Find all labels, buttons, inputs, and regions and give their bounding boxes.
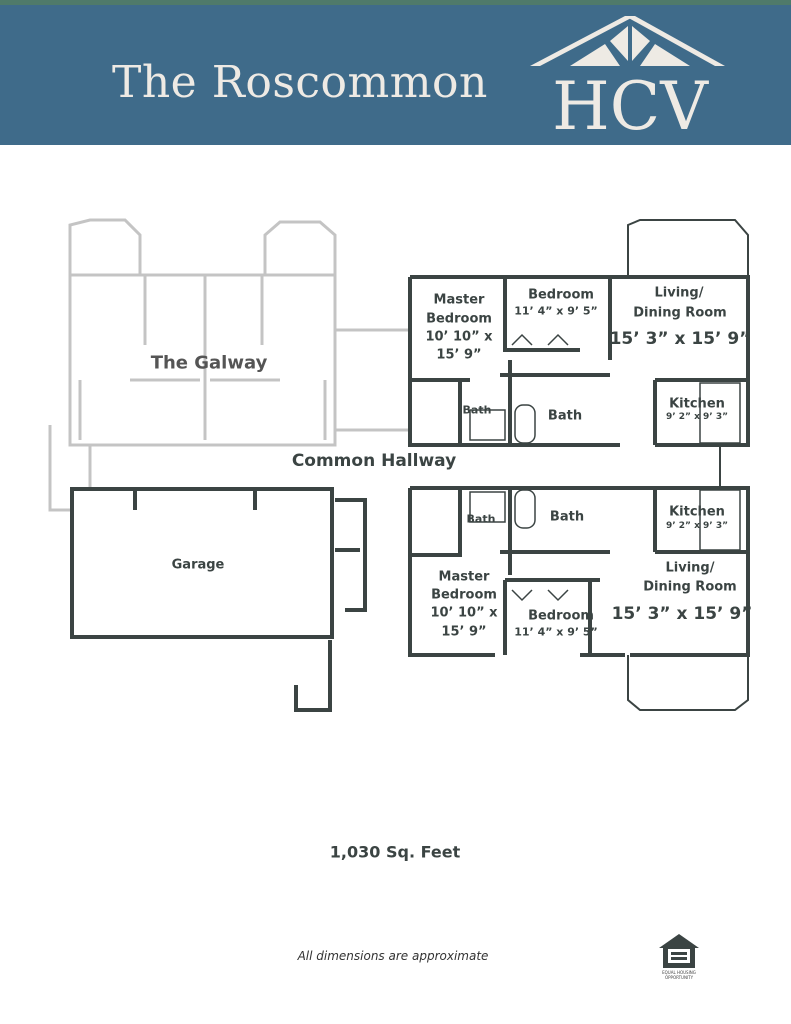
upper-kitchen-dim: 9’ 2” x 9’ 3” <box>665 412 729 422</box>
lower-master-dim: 15’ 9” <box>441 624 487 640</box>
page-title: The Roscommon <box>112 57 488 108</box>
lower-living-label: Living/ <box>665 560 715 576</box>
lower-master-label: Master <box>438 569 490 585</box>
lower-master-dim: 10’ 10” x <box>430 605 498 621</box>
lower-master-label: Bedroom <box>431 587 497 603</box>
disclaimer: All dimensions are approximate <box>297 949 489 963</box>
square-footage: 1,030 Sq. Feet <box>329 842 461 862</box>
upper-bath2-label: Bath <box>547 408 583 424</box>
upper-master-dim: 10’ 10” x <box>425 329 493 345</box>
garage-label: Garage <box>171 557 225 573</box>
galway-unit-outline <box>48 218 410 512</box>
hcv-logo: HCV <box>530 16 725 134</box>
upper-bedroom-label: Bedroom <box>528 287 594 303</box>
lower-living-label: Dining Room <box>643 579 737 595</box>
upper-master-dim: 15’ 9” <box>436 347 482 363</box>
galway-label: The Galway <box>150 352 268 374</box>
lower-bath2-label: Bath <box>549 509 585 525</box>
lower-living-dim: 15’ 3” x 15’ 9” <box>611 604 753 624</box>
lower-bedroom-label: Bedroom <box>528 608 594 624</box>
upper-master-label: Master <box>433 292 485 308</box>
equal-housing-icon <box>659 934 699 968</box>
lower-bath1-label: Bath <box>466 512 496 526</box>
fixtures <box>469 333 741 602</box>
upper-kitchen-label: Kitchen <box>669 396 725 412</box>
roscommon-walls <box>408 219 750 711</box>
upper-living-label: Living/ <box>654 285 704 301</box>
header-banner: The Roscommon <box>0 0 791 145</box>
lower-kitchen-label: Kitchen <box>669 504 725 520</box>
svg-text:HCV: HCV <box>552 68 709 134</box>
lower-bedroom-dim: 11’ 4” x 9’ 5” <box>514 625 598 639</box>
lower-kitchen-dim: 9’ 2” x 9’ 3” <box>665 521 729 531</box>
hallway-label: Common Hallway <box>291 451 457 471</box>
upper-master-label: Bedroom <box>426 311 492 327</box>
upper-bedroom-dim: 11’ 4” x 9’ 5” <box>514 304 598 318</box>
garage-outline <box>70 487 367 712</box>
upper-living-label: Dining Room <box>633 305 727 321</box>
upper-bath1-label: Bath <box>462 403 492 417</box>
upper-living-dim: 15’ 3” x 15’ 9” <box>609 329 751 349</box>
equal-housing-text: EQUAL HOUSING OPPORTUNITY <box>662 970 696 980</box>
